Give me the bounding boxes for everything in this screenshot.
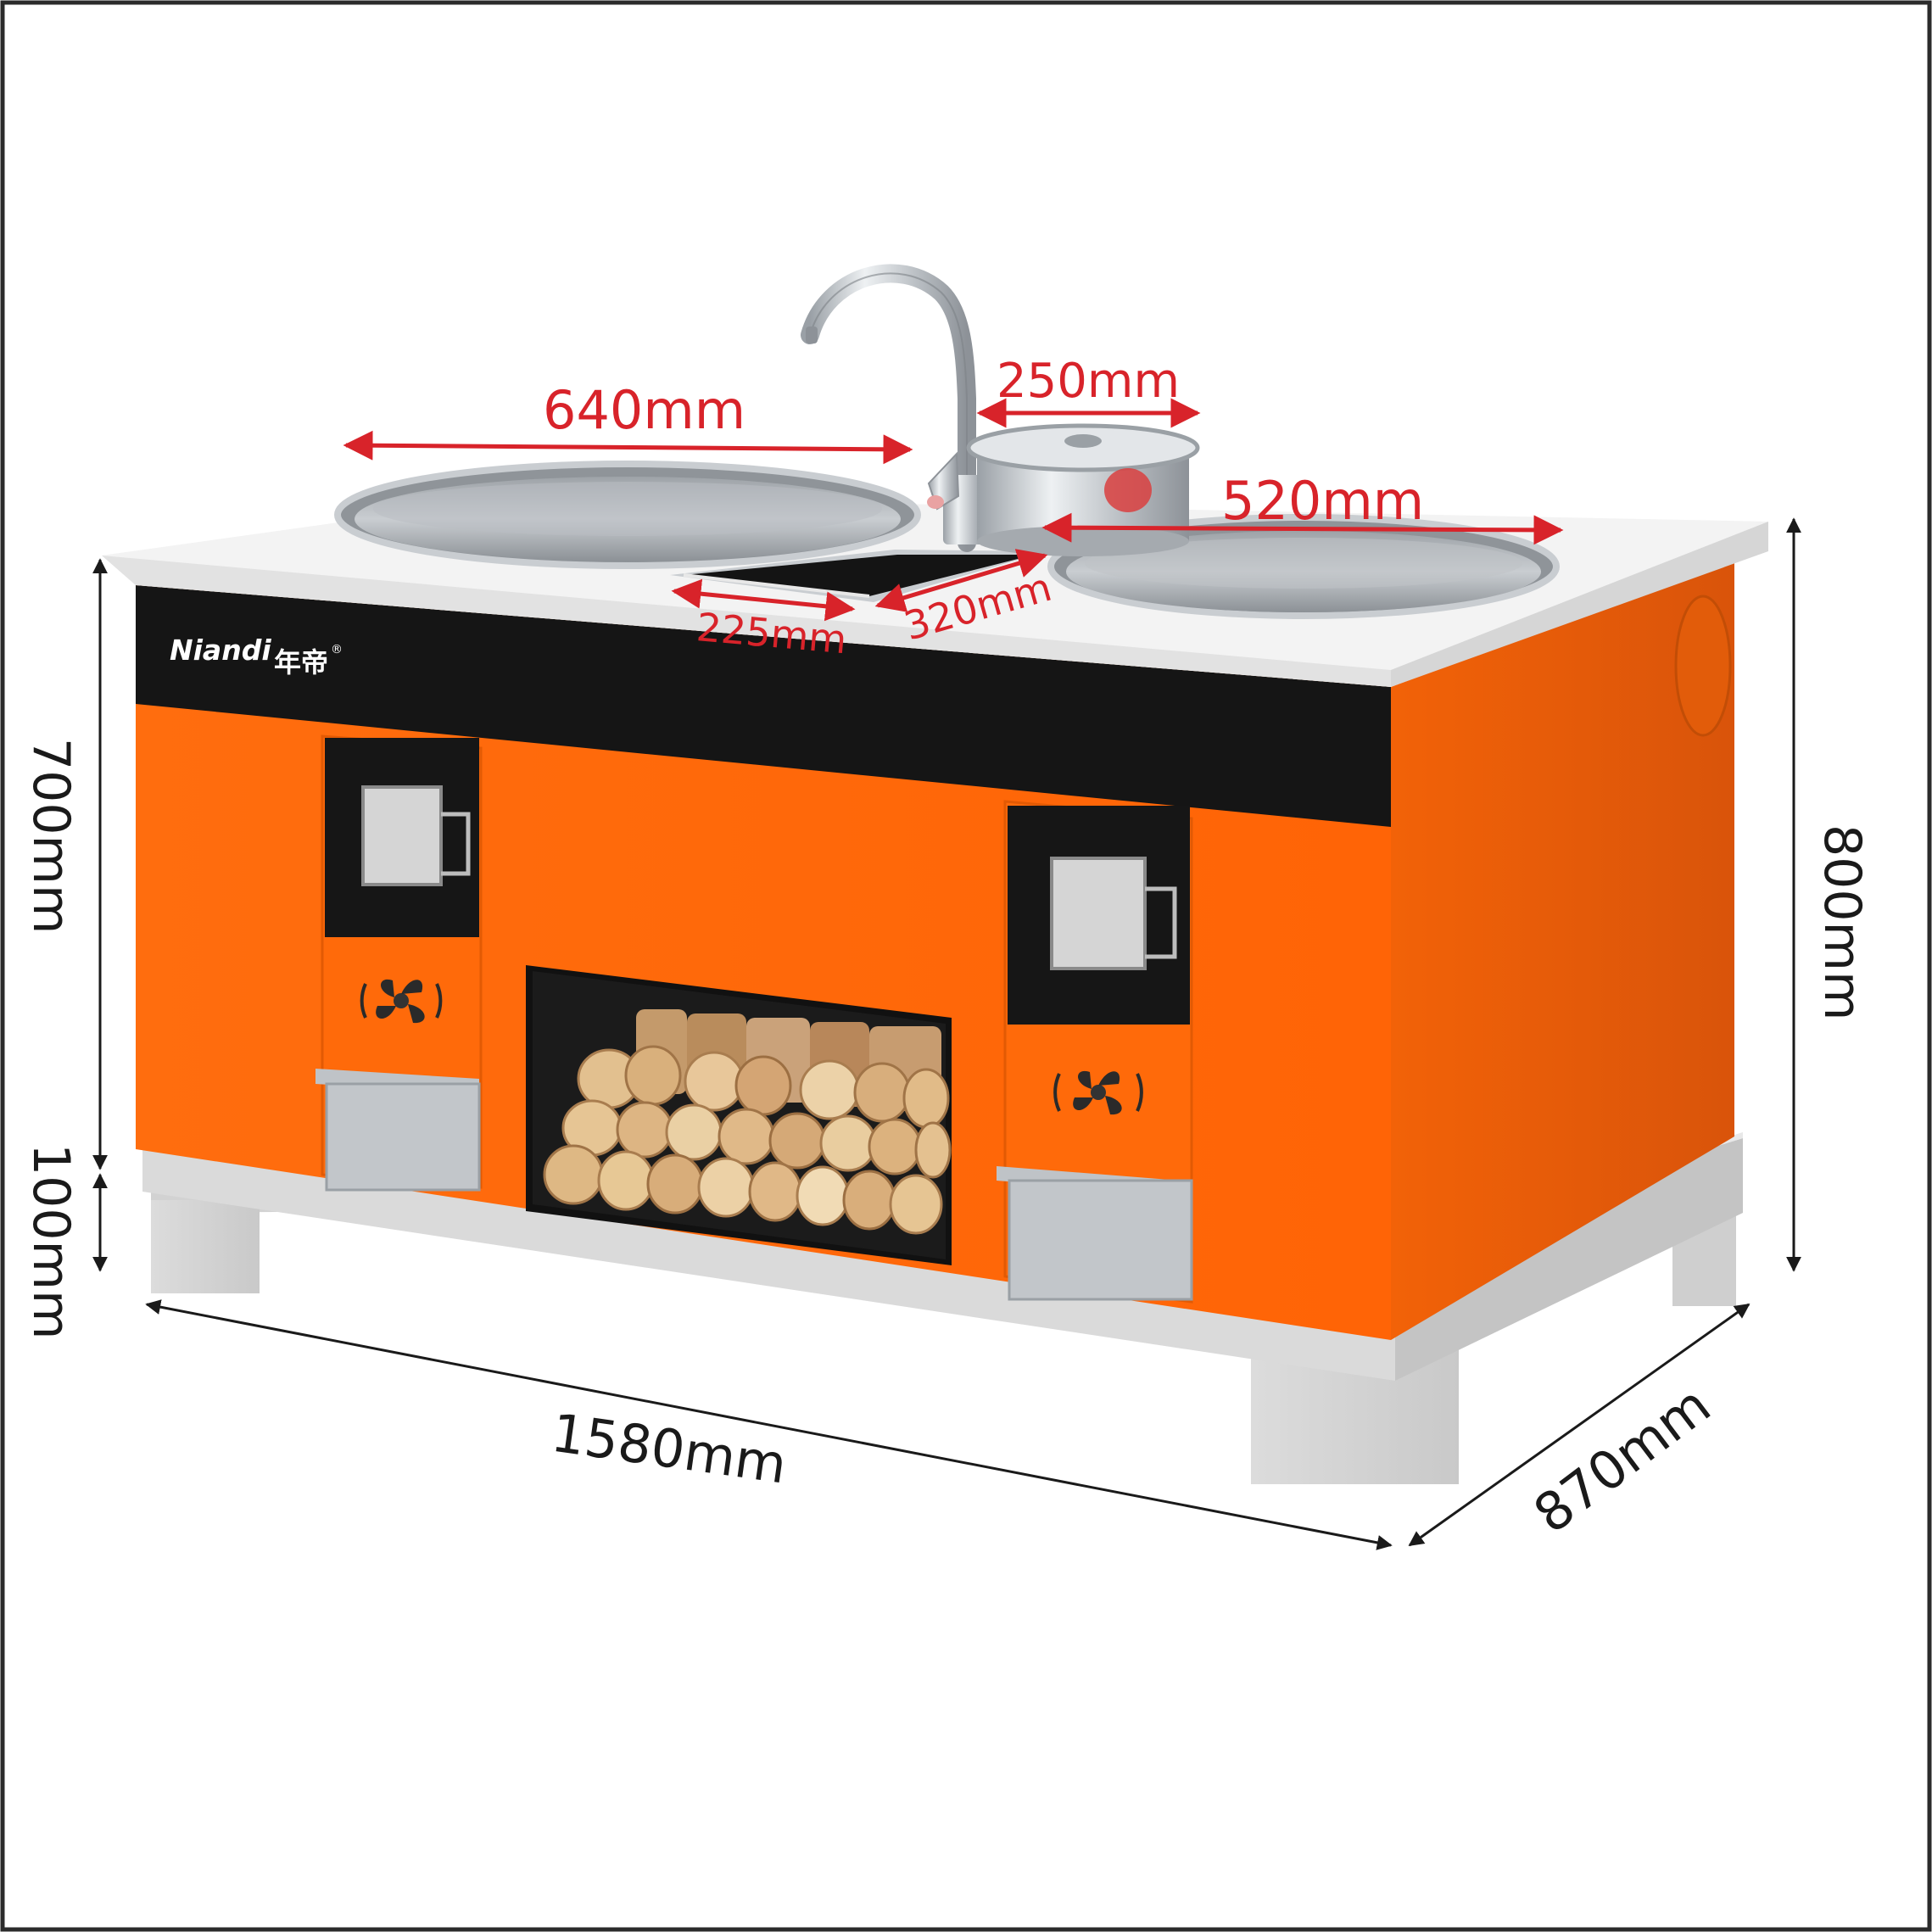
dim-total-height: 800mm xyxy=(1812,824,1872,1020)
stock-pot xyxy=(966,423,1200,556)
dim-line-large-wok xyxy=(343,430,913,465)
dim-line-sink-width xyxy=(671,578,856,622)
dim-large-wok: 640mm xyxy=(543,379,745,441)
brand-chinese: 年帝 xyxy=(274,646,328,678)
dim-line-sink-depth xyxy=(874,549,1048,612)
top-dimensions: 640mm 250mm 520mm 225mm 320mm xyxy=(343,354,1564,662)
right-door-handle xyxy=(1145,886,1177,959)
dim-body-height: 700mm xyxy=(21,738,81,934)
right-firebox xyxy=(997,800,1193,1304)
dim-small-wok: 520mm xyxy=(1221,470,1424,532)
dim-leg-height: 100mm xyxy=(21,1143,81,1339)
brand-name: Niandi xyxy=(170,634,271,667)
left-ash-drawer xyxy=(325,1082,481,1192)
side-vent xyxy=(1674,595,1732,737)
right-fan-icon xyxy=(1053,1070,1143,1115)
dim-line-small-wok xyxy=(1041,512,1564,545)
large-wok xyxy=(334,461,921,569)
right-ash-drawer xyxy=(1008,1179,1193,1301)
firewood-logs xyxy=(543,1009,952,1235)
dim-depth: 870mm xyxy=(1522,1374,1722,1545)
left-fan-icon xyxy=(360,979,443,1024)
dim-line-depth xyxy=(1408,1303,1751,1547)
brand-logo: Niandi 年帝 ® xyxy=(170,634,343,678)
right-door-window xyxy=(1050,857,1147,970)
faucet xyxy=(801,264,986,552)
dim-length: 1580mm xyxy=(548,1402,790,1496)
left-door-window xyxy=(361,785,443,886)
leg-front-left xyxy=(151,1200,260,1293)
dim-pot: 250mm xyxy=(997,354,1180,409)
dim-line-length xyxy=(145,1299,1393,1550)
firewood-niche xyxy=(526,965,952,1265)
brand-registered: ® xyxy=(331,643,343,656)
left-door-handle xyxy=(441,812,471,876)
cabinet-side xyxy=(1391,560,1734,1340)
left-firebox xyxy=(315,734,483,1192)
